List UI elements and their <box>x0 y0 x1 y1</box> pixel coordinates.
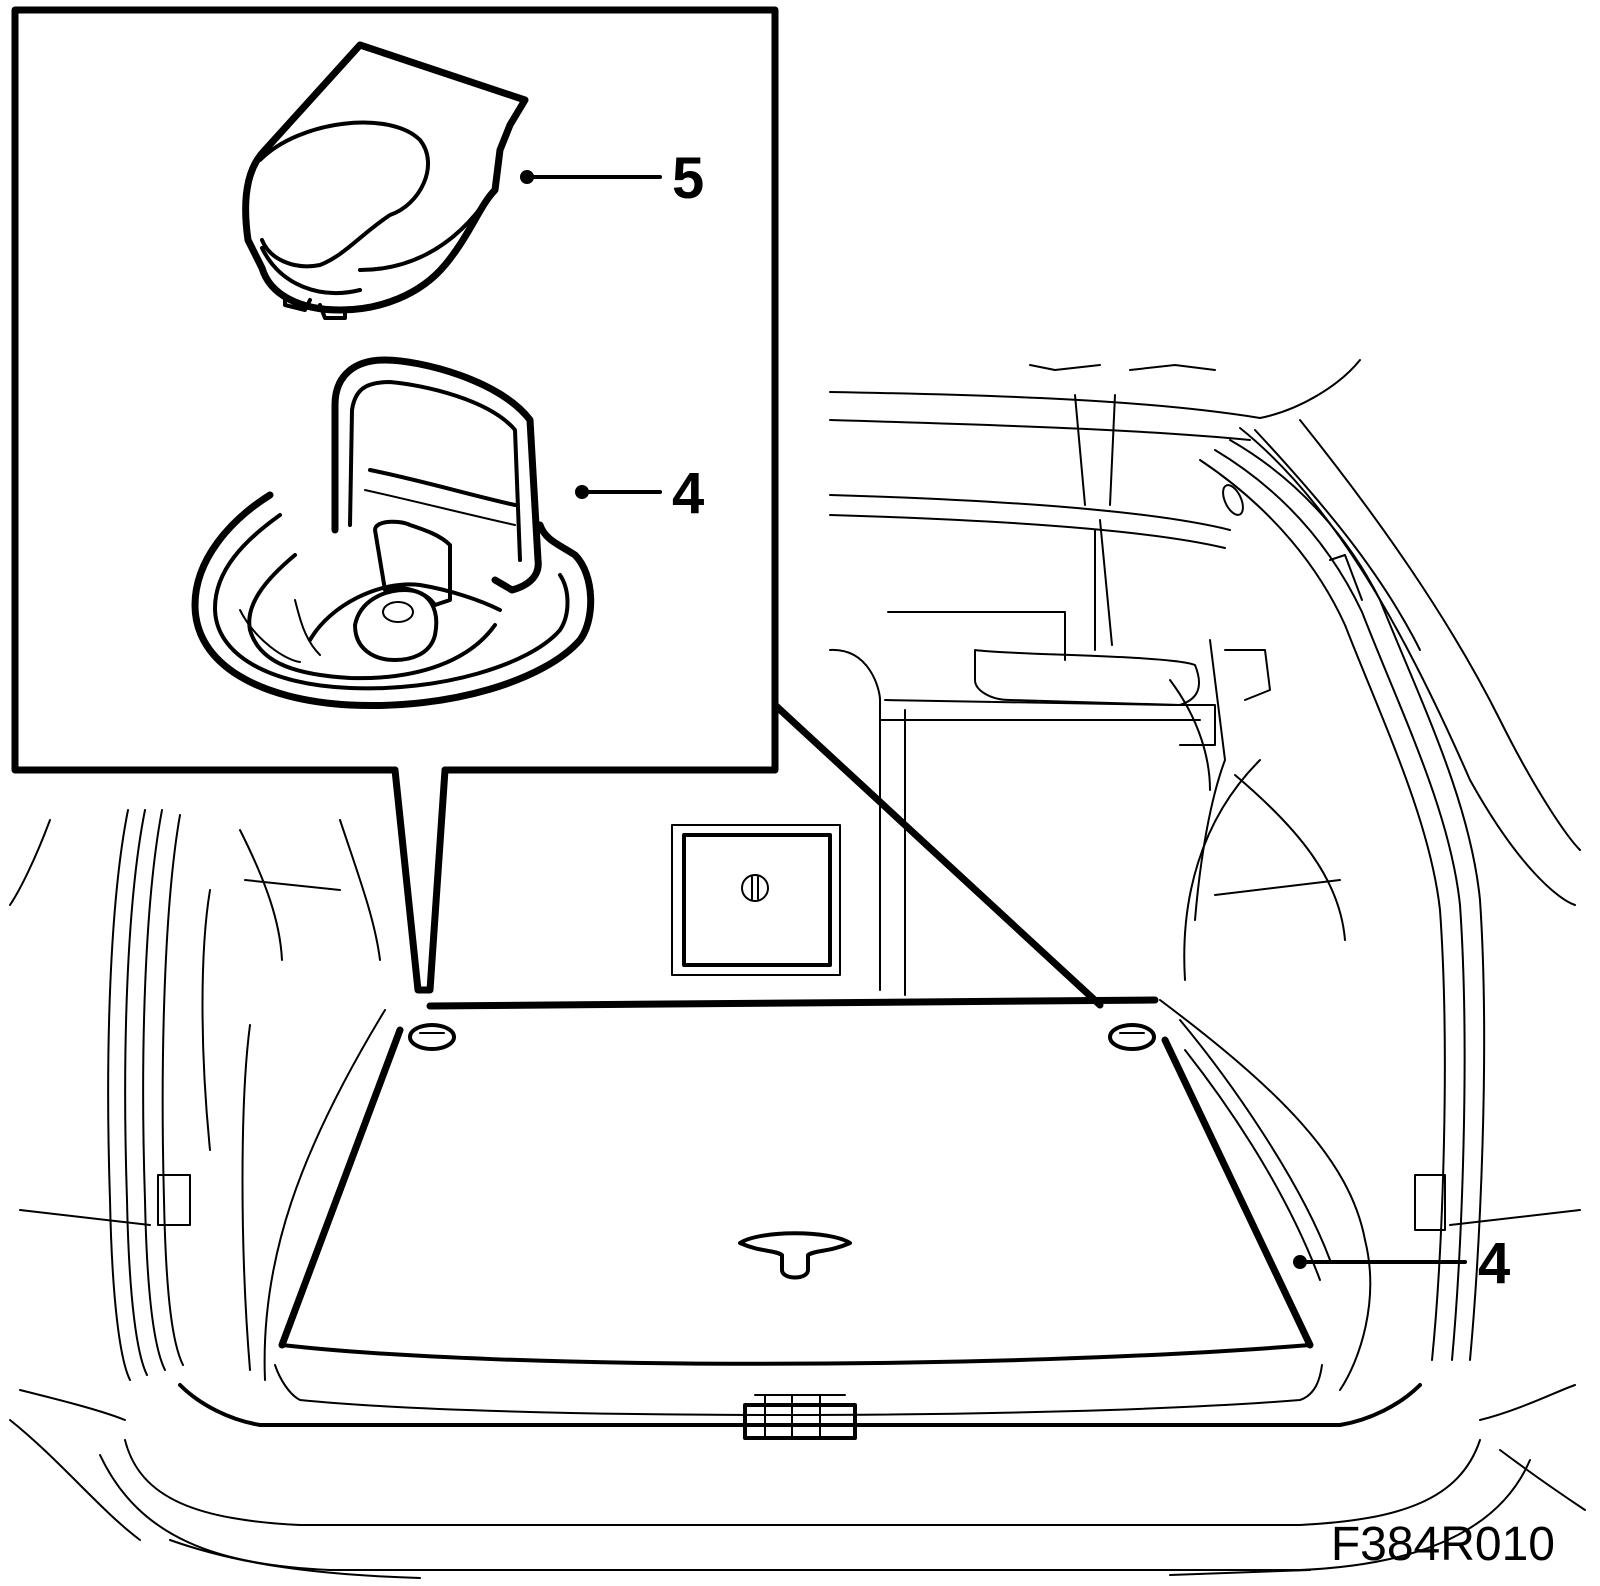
right-pillar <box>1199 419 1581 1361</box>
detail-callout-frame <box>11 6 1104 1009</box>
callout-4-detail-label: 4 <box>672 461 704 526</box>
cargo-area-drawing <box>9 359 1586 1579</box>
tie-down-ring-drawing <box>191 356 595 710</box>
callout-4-floor-label: 4 <box>1478 1231 1510 1296</box>
left-pillar <box>9 809 381 1381</box>
right-body-panel <box>1183 759 1581 1231</box>
cargo-floor <box>241 996 1372 1440</box>
roof-lines <box>829 359 1421 651</box>
figure-id: F384R010 <box>1331 1518 1555 1571</box>
rear-bumper <box>9 1383 1586 1579</box>
access-hatch <box>671 824 841 976</box>
tie-down-cover-drawing <box>242 41 529 320</box>
rear-seat <box>829 394 1226 996</box>
callout-5-label: 5 <box>672 146 704 211</box>
leader-lines <box>520 170 1467 1269</box>
